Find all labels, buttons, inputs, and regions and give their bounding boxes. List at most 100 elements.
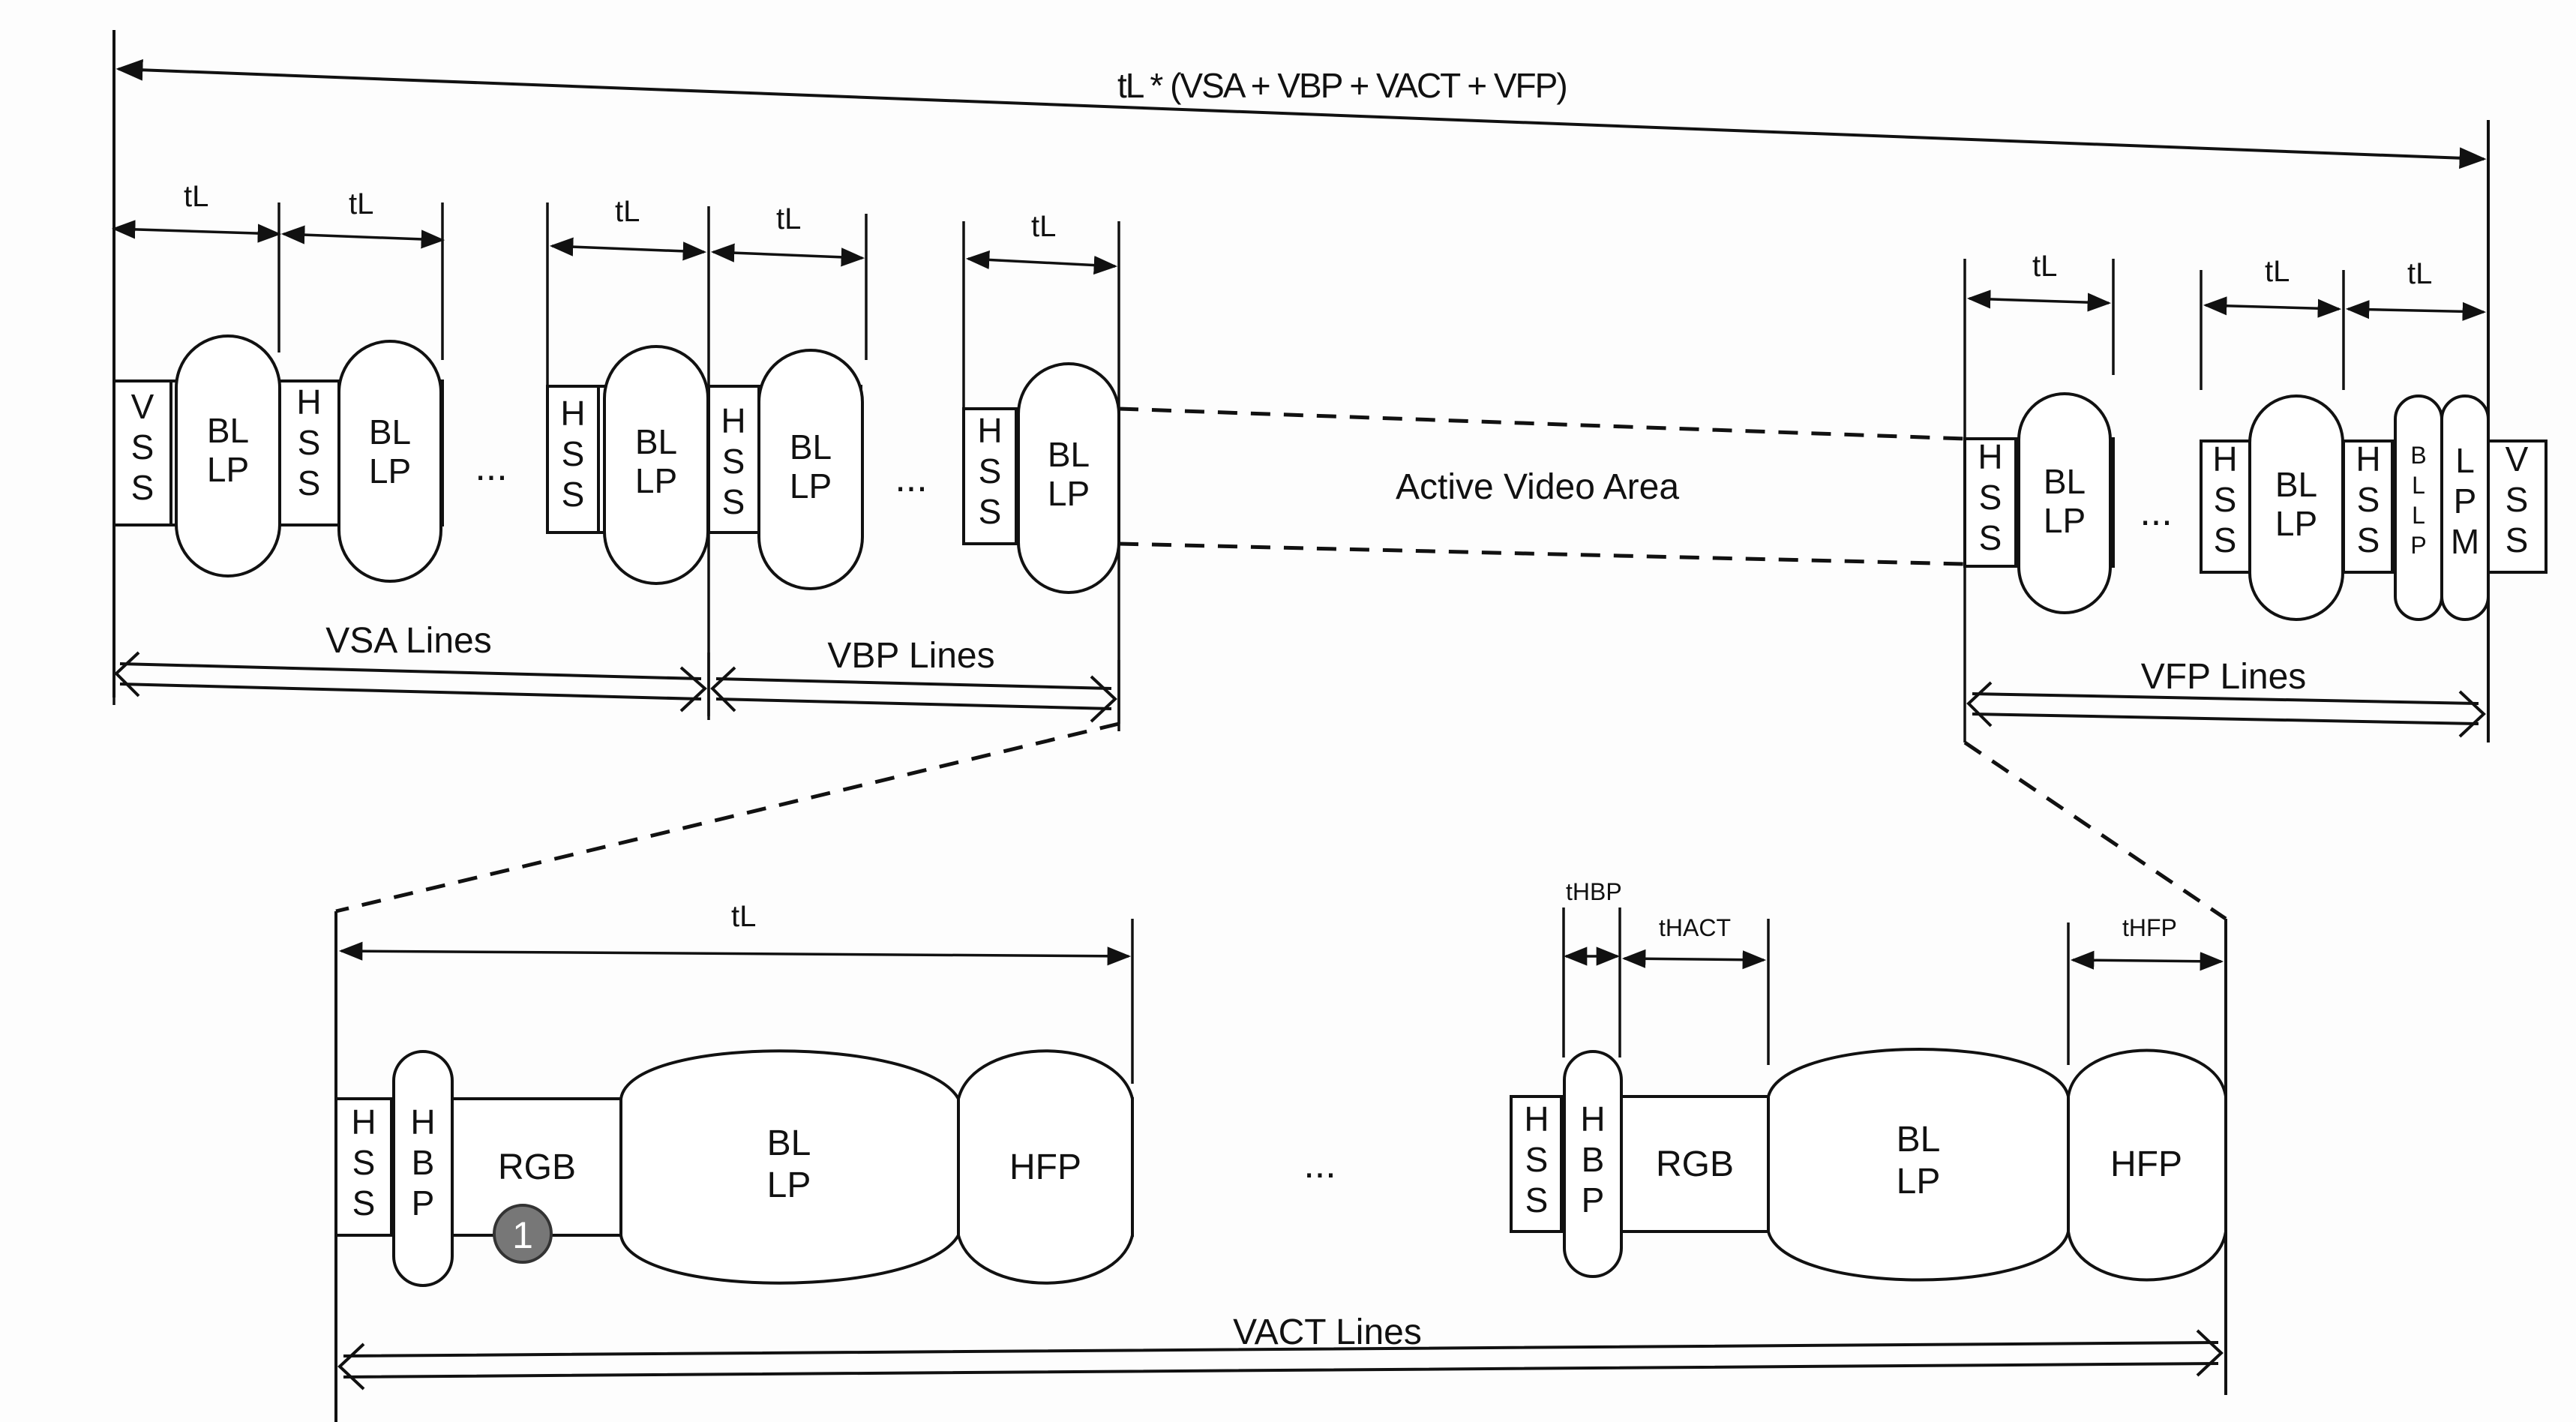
period-arrow-1: [111, 220, 282, 243]
svg-text:S: S: [979, 452, 1002, 490]
period-label: tL: [615, 195, 640, 228]
svg-text:S: S: [2357, 480, 2380, 519]
svg-text:S: S: [2214, 480, 2237, 519]
svg-text:H: H: [1524, 1100, 1549, 1138]
bllp-capsule: [1017, 362, 1120, 594]
period-label: tL: [1031, 210, 1056, 243]
svg-text:LP: LP: [2044, 501, 2086, 540]
svg-text:BL: BL: [369, 412, 411, 452]
bllp-capsule: [175, 334, 281, 578]
total-span-label: tL * (VSA + VBP + VACT + VFP): [1117, 66, 1567, 105]
bllp-text: BL: [207, 411, 249, 450]
svg-text:S: S: [131, 468, 154, 507]
bllp-vertical-text: B: [2410, 442, 2426, 469]
svg-text:BL: BL: [1048, 435, 1090, 474]
rgb-label: RGB: [498, 1148, 576, 1187]
svg-text:LP: LP: [1897, 1162, 1941, 1202]
svg-text:L: L: [2412, 472, 2425, 499]
svg-text:P: P: [412, 1184, 435, 1222]
ellipsis: ...: [475, 446, 507, 489]
svg-text:L: L: [2412, 502, 2425, 529]
svg-text:P: P: [1582, 1180, 1605, 1220]
svg-text:LP: LP: [635, 461, 677, 500]
hbp-capsule: [392, 1050, 454, 1287]
period-label: tL: [2032, 250, 2057, 283]
callout-marker-text: 1: [512, 1214, 533, 1256]
svg-text:S: S: [1525, 1180, 1549, 1220]
hfp-timing-arrow: [2070, 950, 2224, 971]
svg-text:BL: BL: [2044, 462, 2086, 501]
hss-text: H: [351, 1102, 376, 1142]
ellipsis: ...: [1303, 1143, 1336, 1186]
ellipsis: ...: [895, 457, 927, 500]
svg-text:S: S: [722, 482, 745, 521]
svg-text:P: P: [2454, 482, 2477, 520]
svg-text:H: H: [721, 401, 745, 440]
svg-text:S: S: [352, 1184, 376, 1222]
vbp-lines-label: VBP Lines: [827, 636, 994, 676]
svg-text:BL: BL: [790, 428, 832, 466]
svg-text:H: H: [1580, 1100, 1605, 1138]
period-arrow-8: [2345, 300, 2487, 321]
hbp-capsule: [1563, 1050, 1623, 1278]
svg-text:S: S: [131, 428, 154, 466]
rgb-label: RGB: [1656, 1144, 1734, 1184]
vsa-vbp-group: tL tL tL tL tL V S S BL LP H S S BL LP .…: [111, 180, 1120, 731]
period-label: tL: [349, 188, 373, 220]
bllp-text: BL: [767, 1124, 811, 1163]
svg-text:LP: LP: [207, 450, 249, 489]
svg-text:S: S: [352, 1143, 376, 1182]
hact-timing-label: tHACT: [1659, 914, 1731, 941]
active-video-area: Active Video Area: [1118, 406, 1966, 566]
lpm-capsule: [2440, 394, 2490, 621]
period-arrow-7: [2203, 296, 2342, 318]
hfp-timing-label: tHFP: [2122, 914, 2177, 941]
ellipsis: ...: [2140, 490, 2172, 534]
period-label: tL: [184, 180, 208, 213]
svg-text:S: S: [2214, 520, 2237, 560]
hact-timing-arrow: [1621, 949, 1767, 970]
lpm-text: L: [2455, 441, 2475, 480]
vfp-lines-label: VFP Lines: [2141, 657, 2307, 697]
svg-text:S: S: [1979, 518, 2002, 557]
period-label: tL: [2265, 255, 2290, 288]
period-arrow-4: [710, 243, 865, 267]
svg-text:H: H: [1978, 437, 2002, 476]
bllp-capsule: [2248, 394, 2344, 621]
bllp-capsule: [603, 345, 709, 585]
period-arrow-5: [965, 250, 1118, 275]
period-label: tL: [731, 900, 756, 933]
vfp-group: tL tL tL H S S BL LP ... H S S BL LP H S…: [1963, 250, 2548, 742]
svg-text:LP: LP: [790, 466, 832, 506]
svg-text:S: S: [1525, 1140, 1549, 1179]
hss-text: H: [296, 382, 321, 422]
vact-lines-label: VACT Lines: [1233, 1312, 1422, 1352]
bllp-capsule: [2017, 392, 2112, 614]
hfp-label: HFP: [1009, 1148, 1081, 1187]
bllp-capsule: [337, 340, 442, 583]
hfp-capsule: [2067, 1048, 2227, 1282]
period-label: tL: [2407, 257, 2432, 290]
svg-text:H: H: [977, 411, 1002, 450]
active-video-area-label: Active Video Area: [1396, 467, 1679, 507]
svg-text:LP: LP: [1048, 474, 1090, 513]
svg-text:BL: BL: [2275, 465, 2317, 504]
svg-text:S: S: [2357, 520, 2380, 560]
zoom-guides: [335, 722, 2227, 921]
hfp-capsule: [957, 1049, 1134, 1285]
vsa-lines-label: VSA Lines: [325, 621, 491, 661]
period-arrow-2: [280, 225, 445, 249]
svg-text:LP: LP: [767, 1166, 811, 1205]
svg-text:S: S: [1979, 478, 2002, 517]
svg-text:S: S: [298, 423, 321, 462]
vact-period-arrow: [338, 941, 1132, 966]
vact-group: tL H S S H B P RGB BL LP HFP 1 ... tHBP …: [334, 878, 2227, 1422]
period-arrow-6: [1966, 290, 2112, 312]
bllp-capsule: [757, 349, 864, 590]
hbp-text: H: [410, 1102, 435, 1142]
svg-text:S: S: [979, 492, 1002, 531]
vss-v: V: [131, 387, 154, 426]
svg-text:BL: BL: [1897, 1120, 1941, 1160]
svg-text:P: P: [2410, 532, 2426, 559]
